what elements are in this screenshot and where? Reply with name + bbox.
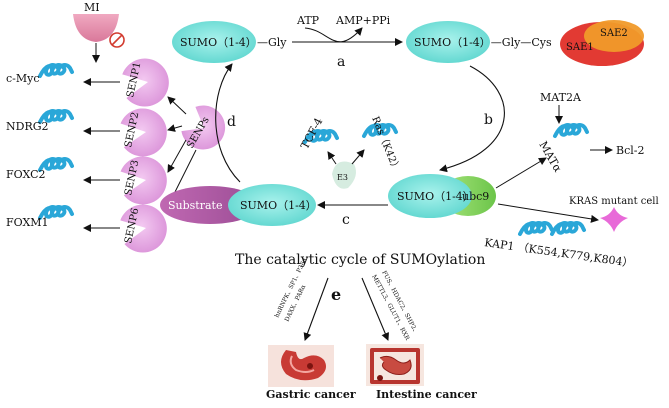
sae-complex: SAE2 SAE1: [560, 20, 644, 66]
senp6-enzyme: SENP6: [120, 204, 167, 253]
mi-inhibitor: MI: [73, 1, 119, 42]
e3-to-tcf4-arrow: [327, 151, 337, 165]
mat2a-label: MAT2A: [540, 91, 582, 104]
helix-icon: [553, 123, 589, 138]
senp3-enzyme: SENP3: [120, 156, 167, 205]
gly-label: —Gly: [257, 36, 287, 49]
kras-label: KRAS mutant cell: [569, 196, 659, 207]
e3-node: E3: [332, 161, 356, 189]
sumo-gly-cys-node: SUMO（1-4）—Gly—Cys: [406, 21, 552, 63]
target-foxm1: FOXM1: [6, 216, 49, 229]
kras-cell-icon: [600, 207, 628, 232]
sumo-gly-label: SUMO（1-4）: [180, 36, 257, 49]
senps-hub: SENPs: [181, 105, 226, 151]
ubc9-to-kras-arrow: [497, 203, 599, 223]
to-intestine-arrow: [361, 277, 389, 341]
sae2-label: SAE2: [600, 28, 628, 39]
bcl2-label: Bcl-2: [616, 144, 644, 157]
helix-icon: [518, 221, 554, 236]
step-d-label: d: [227, 114, 236, 130]
hub-to-senp3-arrow: [167, 139, 187, 173]
step-b-label: b: [484, 112, 493, 128]
atp-label: ATP: [296, 14, 320, 27]
hub-to-senp2-arrow: [167, 124, 183, 132]
substrate-sumo-node: Substrate SUMO（1-4）: [160, 184, 317, 226]
step-e-label: e: [331, 285, 341, 304]
gastric-cancer-label: Gastric cancer: [266, 388, 356, 401]
step-c-label: c: [342, 212, 350, 228]
sumo-gly-node: SUMO（1-4） —Gly: [172, 21, 287, 63]
intestine-icon: [366, 344, 424, 386]
senp2-enzyme: SENP2: [120, 108, 167, 157]
helix-icon: [38, 63, 74, 78]
sumo-ubc9-node: SUMO（1-4） ubc9: [388, 174, 496, 218]
senp1-enzyme: SENP1: [122, 58, 169, 107]
target-c-myc: c-Myc: [6, 72, 40, 85]
intestine-cancer-label: Intestine cancer: [376, 388, 477, 401]
ubc9-to-mat-arrow: [495, 157, 547, 189]
atp-amp-arrow: [304, 27, 363, 43]
kap1-label: KAP1 （K554,K779,K804）: [484, 236, 635, 270]
ubc9-label: ubc9: [462, 190, 489, 203]
mat-alpha-label: MATα: [536, 139, 564, 175]
target-foxc2: FOXC2: [6, 168, 46, 181]
helix-icon: [550, 221, 586, 236]
amp-ppi-label: AMP+PPi: [335, 14, 391, 27]
target-ndrg2: NDRG2: [6, 120, 49, 133]
cycle-caption: The catalytic cycle of SUMOylation: [235, 252, 485, 268]
e3-to-ras-arrow: [351, 149, 365, 165]
mi-label: MI: [84, 1, 100, 14]
substrate-sumo-label: SUMO（1-4）: [240, 199, 317, 212]
to-gastric-arrow: [303, 277, 329, 341]
stomach-icon: [268, 345, 334, 387]
substrate-label: Substrate: [168, 199, 222, 212]
sumo-gly-cys-label: SUMO（1-4）—Gly—Cys: [414, 36, 552, 49]
step-a-label: a: [337, 54, 345, 70]
step-b-arrow: [439, 65, 505, 173]
step-d-arrow: [215, 63, 241, 183]
sumo-ubc9-label: SUMO（1-4）: [397, 190, 474, 203]
inhibit-icon: [109, 32, 125, 48]
hub-to-senp1-arrow: [167, 96, 187, 115]
e3-label: E3: [337, 173, 348, 182]
sae1-label: SAE1: [566, 42, 594, 53]
